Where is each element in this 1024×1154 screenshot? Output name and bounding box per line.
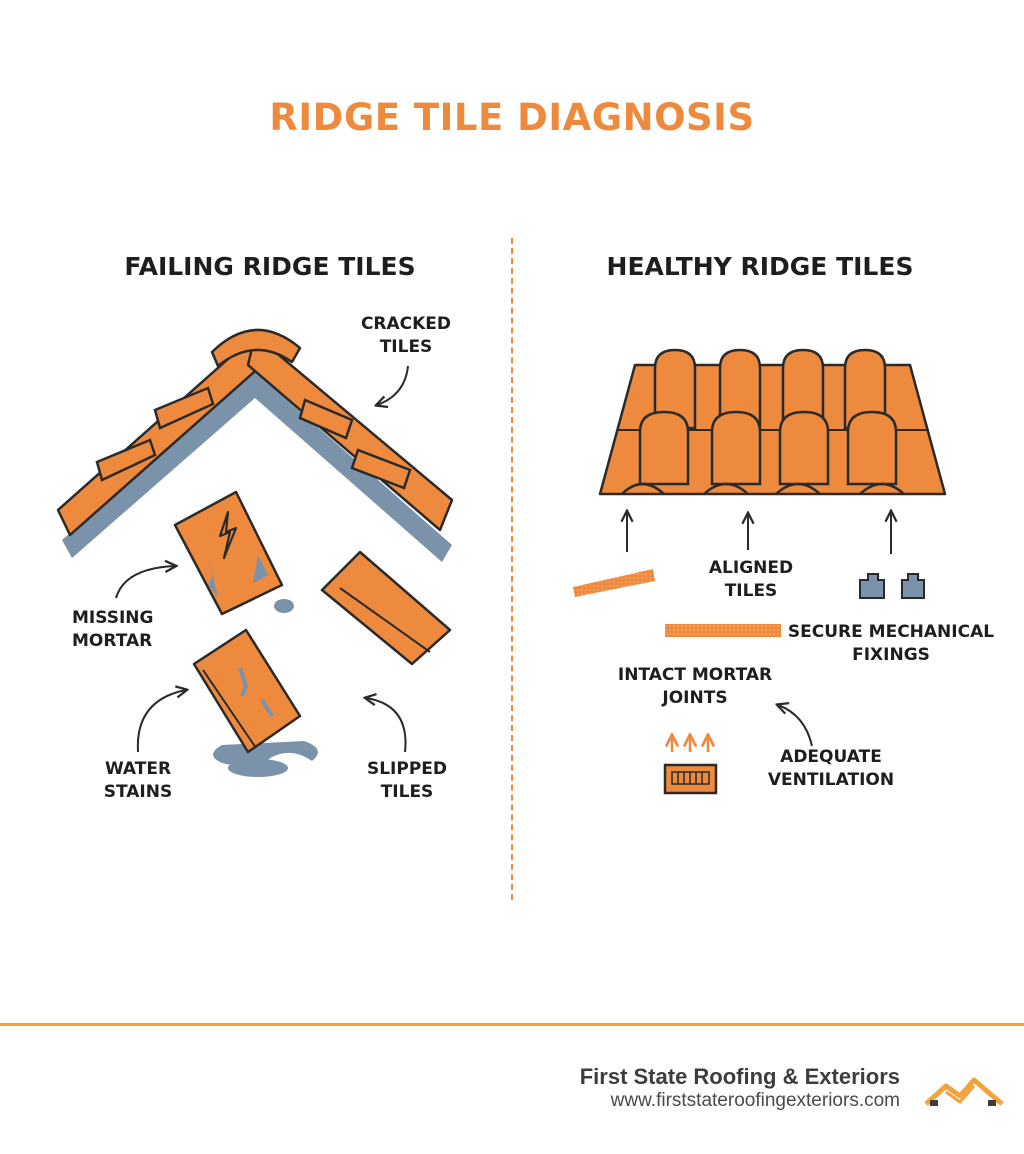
failing-panel-heading: FAILING RIDGE TILES — [124, 252, 416, 281]
brand-url[interactable]: www.firststateroofingexteriors.com — [610, 1090, 900, 1111]
missing-mortar-label: MISSING MORTAR — [72, 608, 154, 651]
slipped-arrow — [366, 698, 407, 753]
failing-ridge-roof — [56, 328, 454, 562]
cracked-tile — [173, 490, 294, 616]
intact-mortar-label: INTACT MORTAR JOINTS — [617, 665, 773, 708]
mechanical-fixings-icon — [859, 573, 925, 599]
footer-divider — [0, 1023, 1024, 1026]
cracked-arrow — [377, 365, 409, 405]
secure-fixings-label: SECURE MECHANICAL FIXINGS — [787, 622, 995, 665]
slipped-tile — [320, 550, 452, 666]
cracked-tiles-label: CRACKED TILES — [360, 314, 452, 357]
brand-name: First State Roofing & Exteriors — [579, 1064, 900, 1089]
page-title: RIDGE TILE DIAGNOSIS — [269, 96, 755, 139]
water-stained-tile — [192, 628, 318, 777]
healthy-tile-roof — [598, 348, 947, 496]
slipped-tiles-label: SLIPPED TILES — [366, 759, 448, 802]
water-stains-label: WATER STAINS — [103, 759, 173, 802]
intact-mortar-arrow — [778, 705, 813, 747]
mortar-strip — [665, 624, 781, 637]
mortar-strip-angled — [573, 569, 655, 597]
missing-mortar-arrow — [115, 566, 175, 599]
healthy-panel-heading: HEALTHY RIDGE TILES — [606, 252, 914, 281]
panel-divider — [511, 238, 513, 900]
adequate-ventilation-label: ADEQUATE VENTILATION — [767, 747, 895, 790]
ventilation-icon — [663, 736, 718, 795]
house-roof-logo-icon — [924, 1077, 1004, 1106]
water-stains-arrow — [136, 690, 186, 753]
aligned-tiles-label: ALIGNED TILES — [708, 558, 794, 601]
